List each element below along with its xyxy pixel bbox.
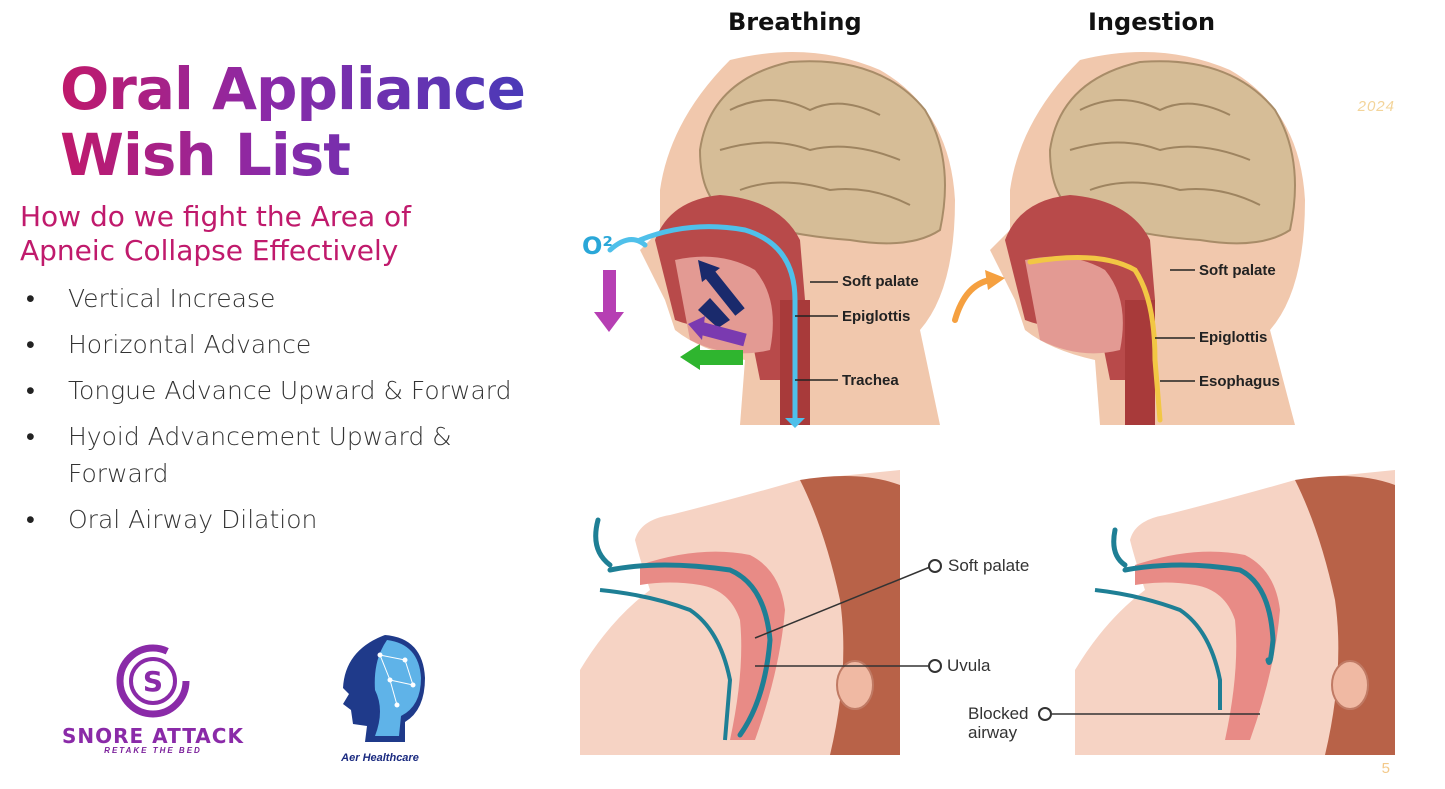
label-esophagus: Esophagus <box>1199 373 1280 390</box>
label-uvula: Uvula <box>947 656 991 675</box>
subtitle-line-2: Apneic Collapse Effectively <box>20 234 399 267</box>
label-blocked-airway: Blocked airway <box>968 704 1028 742</box>
bullet-item: Hyoid Advancement Upward & Forward <box>20 418 468 492</box>
blocked-line-1: Blocked <box>968 704 1029 723</box>
breathing-ingestion-illustration <box>594 52 1305 428</box>
label-epiglottis: Epiglottis <box>842 308 911 325</box>
label-soft-palate: Soft palate <box>842 273 919 290</box>
svg-text:S: S <box>143 665 163 698</box>
blocked-line-2: airway <box>968 723 1018 742</box>
title-line-1: Oral Appliance <box>60 55 525 123</box>
aer-healthcare-logo-text: Aer Healthcare <box>341 752 419 764</box>
bullet-item: Tongue Advance Upward & Forward <box>20 372 540 409</box>
snore-attack-tagline: RETAKE THE BED <box>104 746 202 755</box>
bullet-item: Oral Airway Dilation <box>20 501 540 538</box>
label-soft-palate: Soft palate <box>948 556 1030 575</box>
bullet-item: Vertical Increase <box>20 280 540 317</box>
blocked-airway-illustration <box>1038 470 1395 755</box>
oxygen-label: O² <box>582 232 613 260</box>
page-number: 5 <box>1381 760 1390 777</box>
label-soft-palate: Soft palate <box>1199 262 1276 279</box>
airway-illustration <box>580 470 1395 755</box>
aer-healthcare-logo-icon <box>343 635 425 742</box>
snore-attack-logo-icon: S <box>116 644 190 718</box>
snore-attack-logo-text: SNORE ATTACK <box>62 724 244 748</box>
title-line-2: Wish List <box>60 121 350 189</box>
bullet-item: Horizontal Advance <box>20 326 540 363</box>
bullet-list: Vertical Increase Horizontal Advance Ton… <box>20 280 540 547</box>
breathing-title: Breathing <box>728 8 862 36</box>
open-airway-illustration <box>580 470 942 755</box>
breathing-head-illustration <box>594 52 955 428</box>
ingestion-head-illustration <box>952 52 1305 425</box>
ingestion-title: Ingestion <box>1088 8 1216 36</box>
subtitle-line-1: How do we fight the Area of <box>20 200 412 233</box>
label-epiglottis: Epiglottis <box>1199 329 1268 346</box>
label-trachea: Trachea <box>842 372 899 389</box>
slide-subtitle: How do we fight the Area of Apneic Colla… <box>20 200 411 268</box>
year-label: 2024 <box>1357 98 1395 115</box>
slide-title: Oral Appliance Wish List <box>60 56 525 188</box>
